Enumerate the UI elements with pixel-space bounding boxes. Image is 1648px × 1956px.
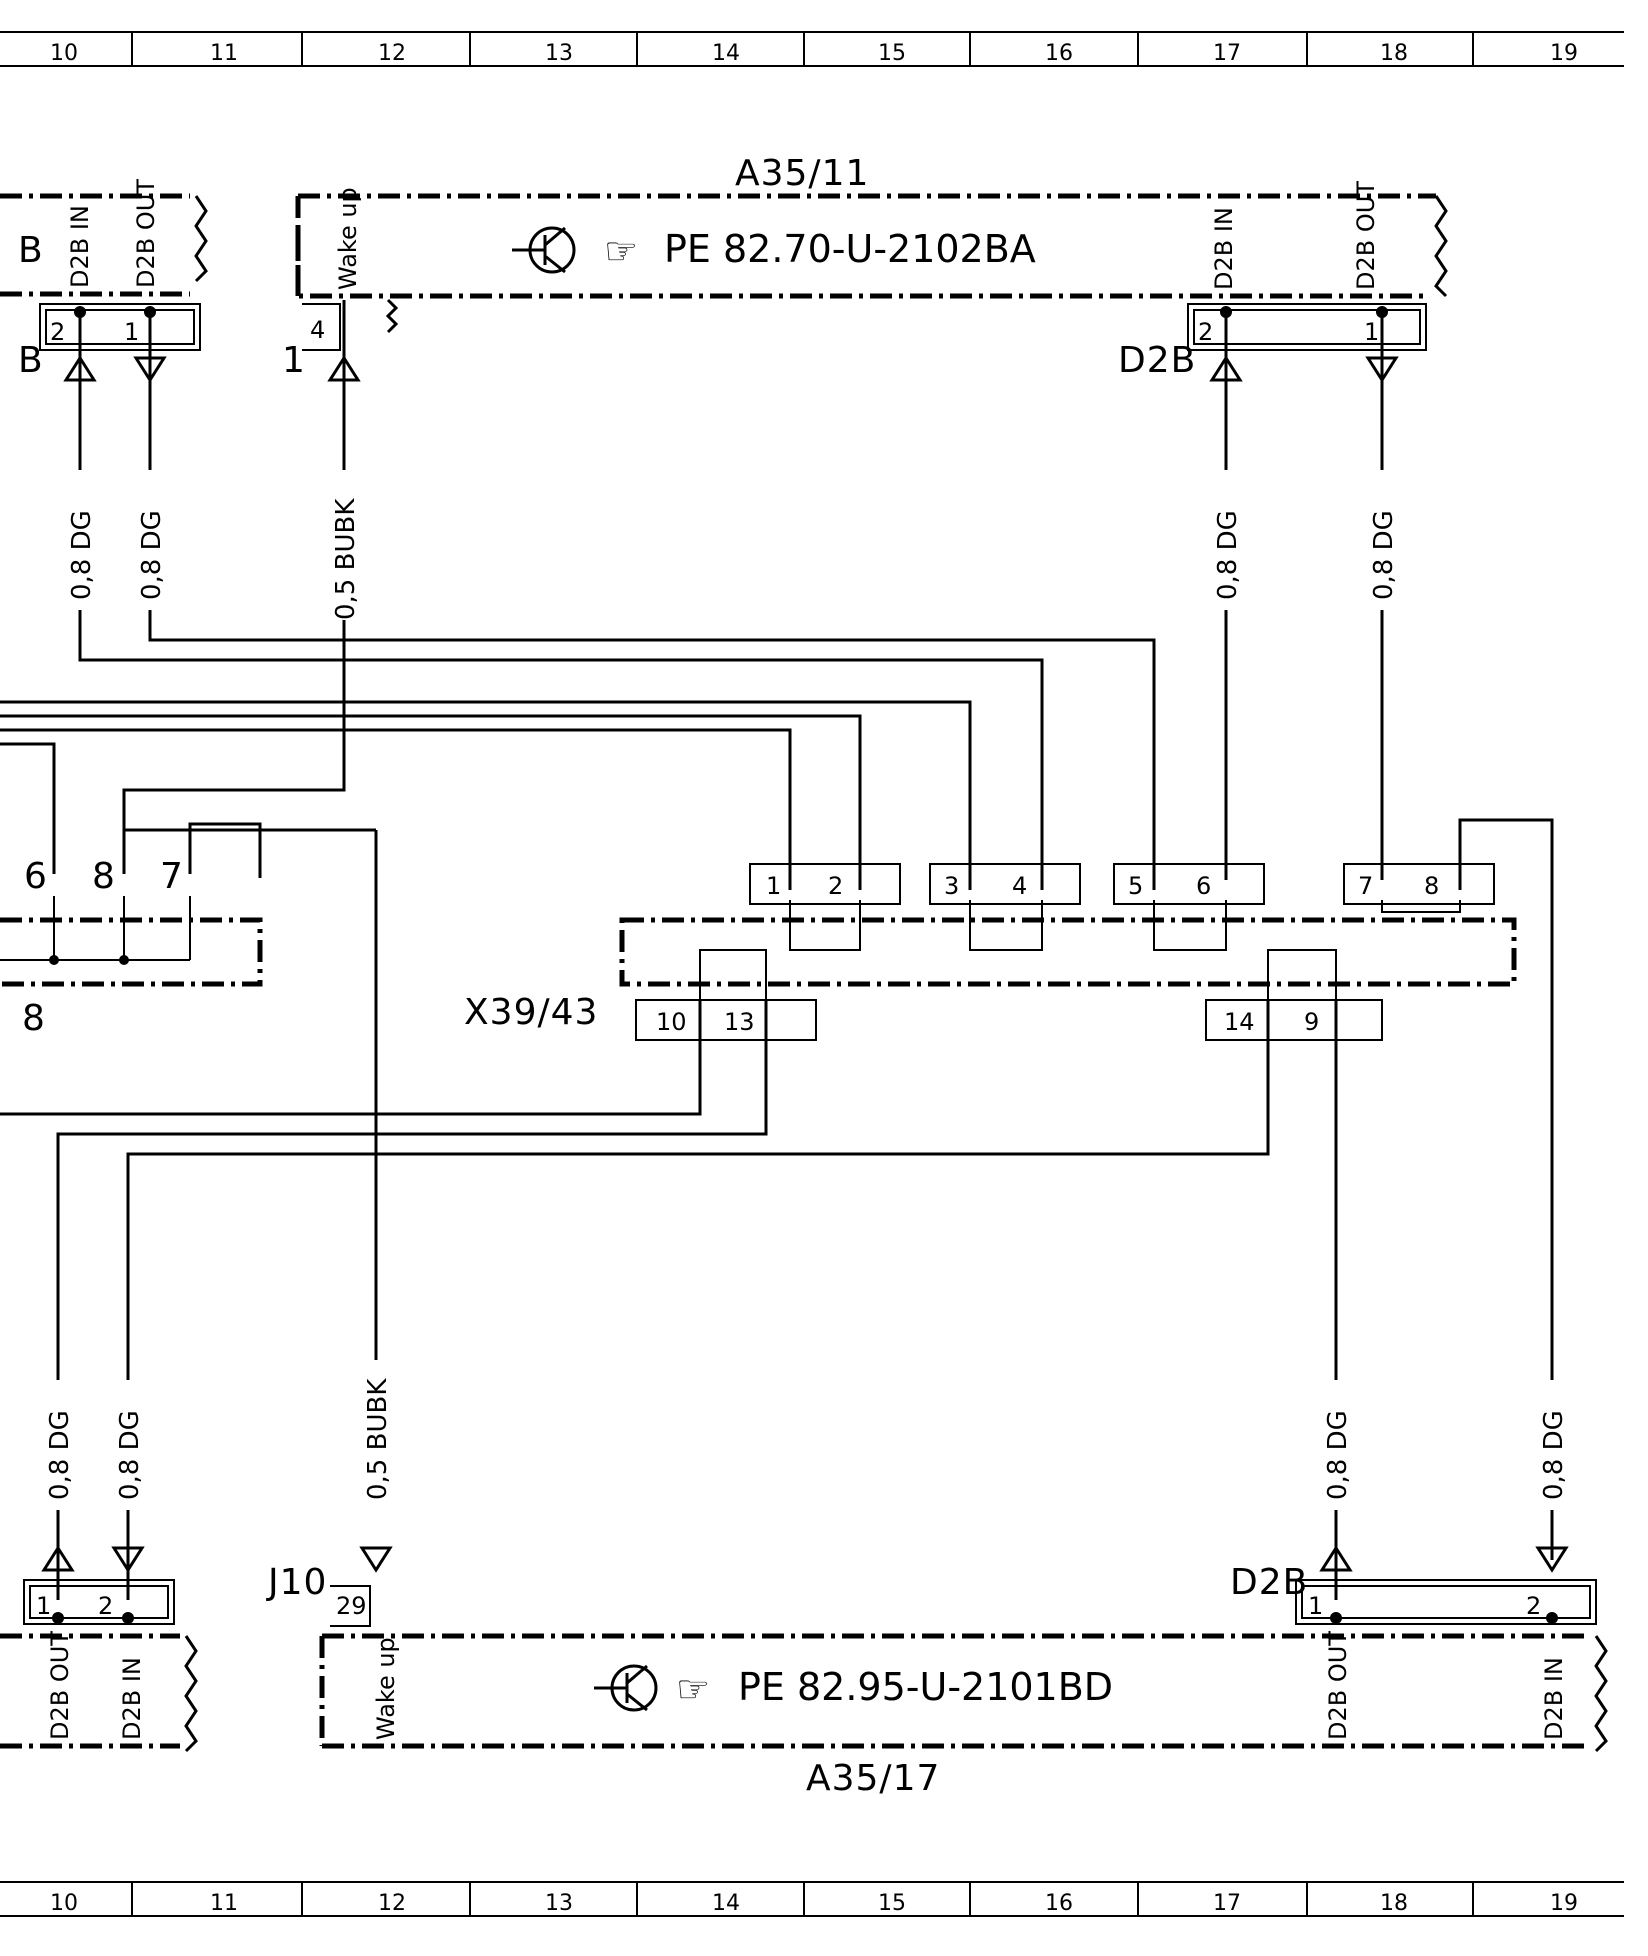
- grid-bar-top: 10 11 12 13 14 15 16 17 18 19: [0, 31, 1624, 67]
- component-partial-label: B: [18, 230, 44, 271]
- component-name: A35/11: [735, 153, 869, 194]
- pin-number: 9: [1304, 1008, 1319, 1036]
- pin-number: 2: [98, 1592, 113, 1620]
- grid-label-bottom: 12: [378, 1891, 406, 1916]
- grid-label-bottom: 19: [1550, 1891, 1578, 1916]
- grid-label-bottom: 11: [210, 1891, 238, 1916]
- grid-label-bottom: 13: [545, 1891, 573, 1916]
- d2b-out-label: D2B OUT: [46, 1631, 74, 1740]
- pin-number: 7: [1358, 872, 1373, 900]
- pin-number: 29: [336, 1592, 367, 1620]
- grid-bar-bottom: 10 11 12 13 14 15 16 17 18 19: [0, 1881, 1624, 1917]
- grid-label-top: 10: [50, 41, 78, 66]
- connector-wake-a35-11: 4 1: [282, 298, 399, 381]
- wire-label: 0,8 DG: [1213, 510, 1243, 600]
- d2b-in-label: D2B IN: [1540, 1657, 1568, 1740]
- component-a35-17: Wake up D2B OUT D2B IN ☞ PE 82.95-U-2101…: [266, 1562, 1608, 1799]
- wire-label: 0,8 DG: [67, 510, 97, 600]
- pin-number: 13: [724, 1008, 755, 1036]
- wire-label: 0,5 BUBK: [363, 1378, 393, 1500]
- pin-number: 4: [310, 316, 325, 344]
- pin-number: 1: [766, 872, 781, 900]
- pin-number: 8: [1424, 872, 1439, 900]
- grid-label-top: 16: [1045, 41, 1073, 66]
- grid-label-top: 14: [712, 41, 740, 66]
- grid-label-top: 17: [1213, 41, 1241, 66]
- connector-label: J10: [266, 1562, 327, 1603]
- wake-up-label: Wake up: [372, 1637, 400, 1740]
- connector-label: B: [18, 340, 44, 381]
- component-partial-label: 8: [22, 998, 46, 1039]
- transistor-icon: [512, 226, 576, 274]
- wire-label: 0,8 DG: [115, 1410, 145, 1500]
- grid-label-top: 18: [1380, 41, 1408, 66]
- grid-label-top: 15: [878, 41, 906, 66]
- pin-number: 2: [828, 872, 843, 900]
- grid-label-top: 11: [210, 41, 238, 66]
- d2b-out-label: D2B OUT: [132, 179, 160, 288]
- d2b-in-label: D2B IN: [118, 1657, 146, 1740]
- grid-label-bottom: 14: [712, 1891, 740, 1916]
- component-name: A35/17: [806, 1758, 940, 1799]
- pin-number: 6: [24, 856, 48, 897]
- grid-label-bottom: 17: [1213, 1891, 1241, 1916]
- grid-label-top: 12: [378, 41, 406, 66]
- grid-label-bottom: 15: [878, 1891, 906, 1916]
- pin-number: 5: [1128, 872, 1143, 900]
- wires-bottom: 0,8 DG 0,8 DG 0,5 BUBK 0,8 DG 0,8 DG: [41, 1360, 1569, 1573]
- grid-label-bottom: 18: [1380, 1891, 1408, 1916]
- grid-label-bottom: 10: [50, 1891, 78, 1916]
- wire-label: 0,5 BUBK: [331, 498, 361, 620]
- component-left-bottom: 1 2 D2B OUT D2B IN: [0, 1579, 198, 1753]
- grid-label-top: 19: [1550, 41, 1578, 66]
- component-a35-11: A35/11 Wake up D2B IN D2B OUT ☞ PE 82.70…: [295, 153, 1448, 299]
- pin-number: 1: [36, 1592, 51, 1620]
- pin-number: 4: [1012, 872, 1027, 900]
- pin-number: 3: [944, 872, 959, 900]
- d2b-in-label: D2B IN: [66, 205, 94, 288]
- pin-number: 2: [1526, 1592, 1541, 1620]
- wire-label: 0,8 DG: [45, 1410, 75, 1500]
- pin-number: 8: [92, 856, 116, 897]
- wire-label: 0,8 DG: [137, 510, 167, 600]
- d2b-out-label: D2B OUT: [1324, 1631, 1352, 1740]
- hand-pointer-icon: ☞: [676, 1667, 710, 1711]
- pin-number: 1: [1364, 318, 1379, 346]
- connector-label: D2B: [1118, 340, 1196, 381]
- connector-x39-43: X39/43 1 2 3 4 5 6 7 8 10 13 14 9: [464, 863, 1517, 1041]
- harness-routing: [0, 620, 1554, 1560]
- connector-d2b-a35-11: 2 1 D2B: [1118, 303, 1427, 381]
- d2b-in-label: D2B IN: [1210, 207, 1238, 290]
- component-left-top: B D2B IN D2B OUT 2 1 B: [0, 179, 208, 381]
- harness-routing-lower: [0, 1000, 1338, 1600]
- pin-number: 7: [160, 856, 184, 897]
- pin-number: 14: [1224, 1008, 1255, 1036]
- connector-label: D2B: [1230, 1562, 1308, 1603]
- reference-number: PE 82.95-U-2101BD: [738, 1665, 1113, 1709]
- connector-name: X39/43: [464, 992, 598, 1033]
- connector-label: 1: [282, 340, 306, 381]
- hand-pointer-icon: ☞: [604, 229, 638, 273]
- pin-number: 1: [124, 318, 139, 346]
- grid-label-bottom: 16: [1045, 1891, 1073, 1916]
- wire-label: 0,8 DG: [1369, 510, 1399, 600]
- reference-number: PE 82.70-U-2102BA: [664, 227, 1036, 271]
- wake-up-label: Wake up: [334, 187, 362, 290]
- pin-number: 10: [656, 1008, 687, 1036]
- d2b-out-label: D2B OUT: [1352, 181, 1380, 290]
- pin-number: 6: [1196, 872, 1211, 900]
- pin-number: 2: [50, 318, 65, 346]
- wires-top: 0,8 DG 0,8 DG 0,5 BUBK 0,8 DG 0,8 DG: [63, 312, 1399, 880]
- wire-label: 0,8 DG: [1323, 1410, 1353, 1500]
- component-left-mid: 6 8 7 8: [0, 856, 263, 1039]
- wire-label: 0,8 DG: [1539, 1410, 1569, 1500]
- transistor-icon: [594, 1664, 658, 1712]
- pin-number: 2: [1198, 318, 1213, 346]
- pin-number: 1: [1308, 1592, 1323, 1620]
- grid-label-top: 13: [545, 41, 573, 66]
